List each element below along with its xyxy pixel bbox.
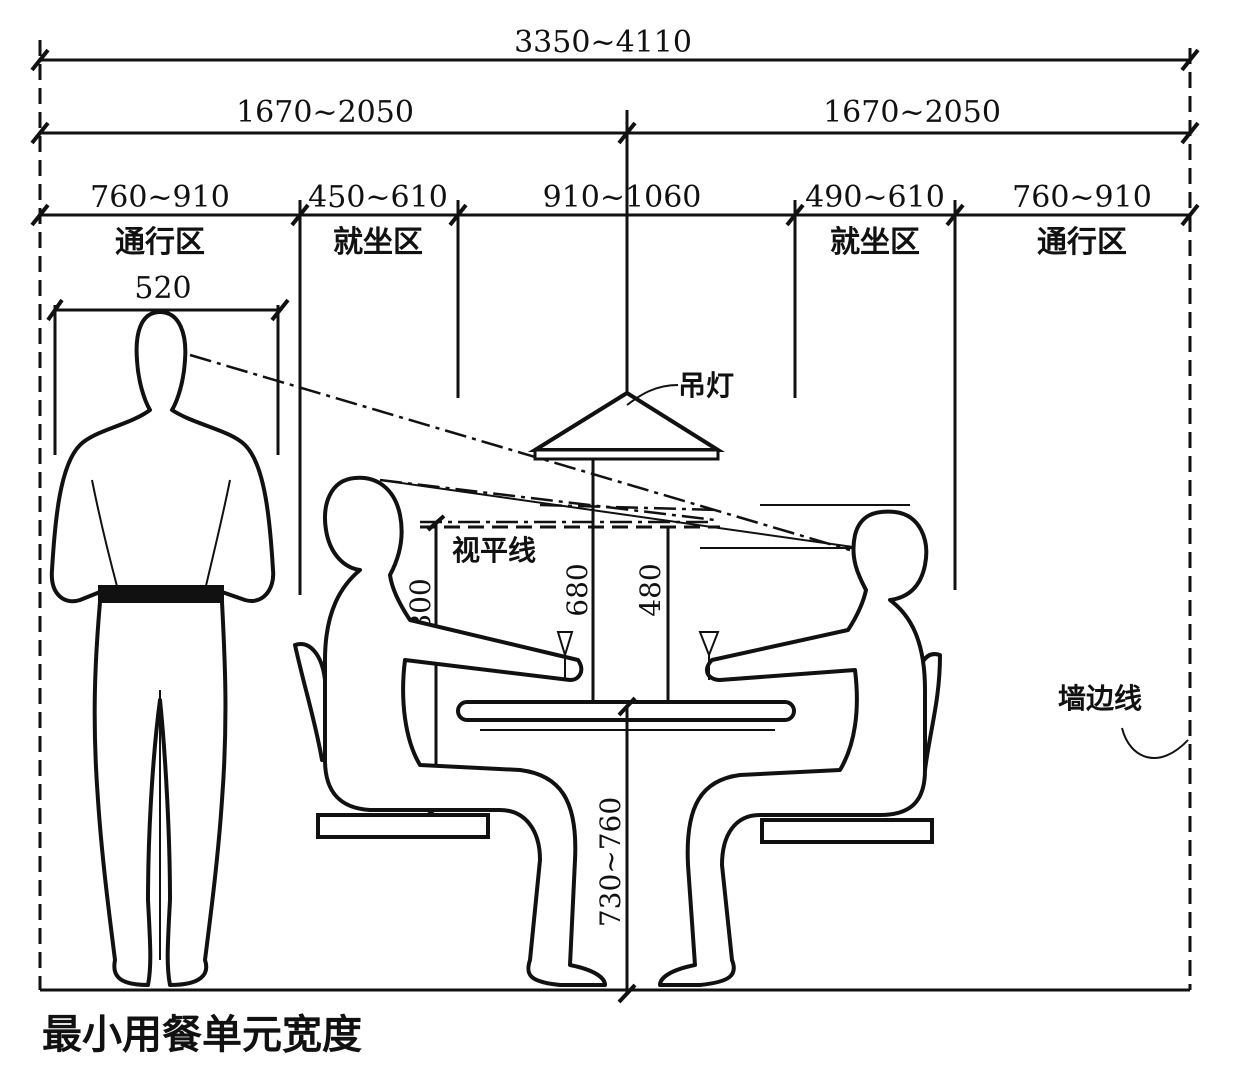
left-seated-person: [293, 475, 607, 987]
half-width-dimension: 1670~2050 1670~2050: [30, 95, 1200, 398]
shoulder-width-label: 520: [134, 271, 191, 306]
zone-dimension: 760~910 450~610 910~1060 490~610 760~910…: [30, 180, 1200, 595]
dining-table: 730~760: [456, 696, 796, 1004]
zone-4-label: 就坐区: [830, 225, 920, 260]
eye-level-label: 视平线: [452, 534, 536, 567]
zone-4-width: 490~610: [805, 180, 945, 215]
zone-1-label: 通行区: [115, 225, 205, 260]
total-width-label: 3350~4110: [514, 25, 692, 60]
belt: [98, 585, 224, 603]
zone-2-width: 450~610: [308, 180, 448, 215]
wall-line-callout: 墙边线: [1058, 682, 1189, 759]
shoulder-width-dimension: 520: [46, 271, 290, 455]
right-chair-seat: [760, 818, 934, 844]
diagram-caption: 最小用餐单元宽度: [42, 1012, 362, 1058]
half-right-label: 1670~2050: [823, 95, 1001, 130]
left-chair-seat: [316, 813, 490, 839]
table-height-label: 730~760: [594, 797, 627, 927]
wall-line-label: 墙边线: [1058, 682, 1142, 715]
half-left-label: 1670~2050: [236, 95, 414, 130]
zone-3-width: 910~1060: [543, 180, 702, 215]
lamp-above-table-label: 680: [561, 563, 594, 616]
zone-1-width: 760~910: [90, 180, 230, 215]
sight-lines: [189, 353, 910, 552]
total-width-dimension: 3350~4110: [30, 25, 1200, 72]
standing-person: [49, 310, 276, 987]
pendant-lamp: 吊灯: [527, 369, 734, 461]
eye-above-table-label: 480: [634, 563, 667, 616]
zone-2-label: 就坐区: [333, 225, 423, 260]
right-seated-person: [658, 509, 942, 987]
zone-5-label: 通行区: [1037, 225, 1127, 260]
pendant-lamp-label: 吊灯: [678, 369, 734, 402]
zone-5-width: 760~910: [1012, 180, 1152, 215]
